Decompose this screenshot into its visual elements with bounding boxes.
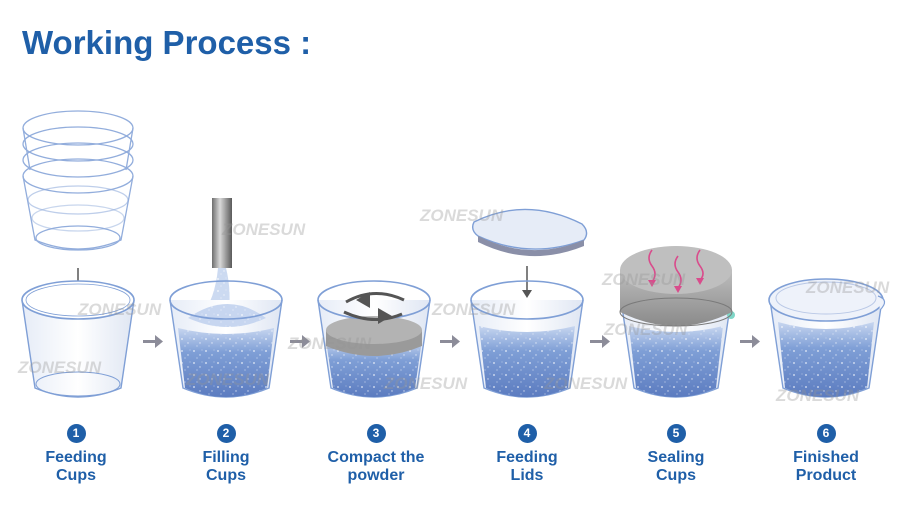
step-number-badge: 1 (66, 424, 86, 443)
step-arrow (143, 335, 163, 348)
step-number-badge: 5 (666, 424, 686, 443)
watermark: ZONESUN (288, 334, 372, 353)
step-label: Filling Cups (202, 449, 250, 484)
lid-illustration (471, 208, 588, 257)
watermark: ZONESUN (544, 374, 628, 393)
watermark: ZONESUN (604, 320, 688, 339)
step-5: 5 Sealing Cups (606, 424, 746, 485)
step-2: 2 Filling Cups (156, 424, 296, 485)
step-number-badge: 4 (517, 424, 537, 443)
filling-cup-illustration (169, 280, 283, 398)
step-arrow (740, 335, 760, 348)
step-6: 6 Finished Product (756, 424, 896, 485)
step-1: 1 Feeding Cups (6, 424, 146, 485)
step-number-badge: 3 (366, 424, 386, 443)
empty-cup-illustration (21, 280, 135, 398)
watermark: ZONESUN (420, 206, 504, 225)
stacked-cups-illustration (22, 110, 134, 251)
page-title: Working Process : (22, 24, 312, 61)
step-list: 1 Feeding Cups 2 Filling Cups 3 Compact … (0, 424, 900, 504)
watermark: ZONESUN (78, 300, 162, 319)
watermark: ZONESUN (186, 370, 270, 389)
filled-cup-illustration (470, 280, 584, 398)
step-4: 4 Feeding Lids (457, 424, 597, 485)
step-arrow (440, 335, 460, 348)
watermark: ZONESUN (602, 270, 686, 289)
watermark: ZONESUN (776, 386, 860, 405)
finished-cup-illustration (768, 278, 886, 398)
step-number-badge: 2 (216, 424, 236, 443)
step-label: Feeding Lids (496, 449, 558, 484)
watermark: ZONESUN (384, 374, 468, 393)
watermark: ZONESUN (432, 300, 516, 319)
step-arrow (590, 335, 610, 348)
watermark: ZONESUN (18, 358, 102, 377)
step-number-badge: 6 (816, 424, 836, 443)
step-3: 3 Compact the powder (306, 424, 446, 485)
step-label: Finished Product (793, 449, 859, 484)
watermark: ZONESUN (806, 278, 890, 297)
step-label: Feeding Cups (45, 449, 107, 484)
feed-arrow-4 (522, 266, 532, 298)
step-arrow (290, 335, 310, 348)
sealing-head-illustration (619, 246, 733, 327)
step-label: Sealing Cups (647, 449, 705, 484)
step-label: Compact the powder (327, 449, 425, 484)
watermark: ZONESUN (222, 220, 306, 239)
compacting-cup-illustration (317, 280, 431, 398)
